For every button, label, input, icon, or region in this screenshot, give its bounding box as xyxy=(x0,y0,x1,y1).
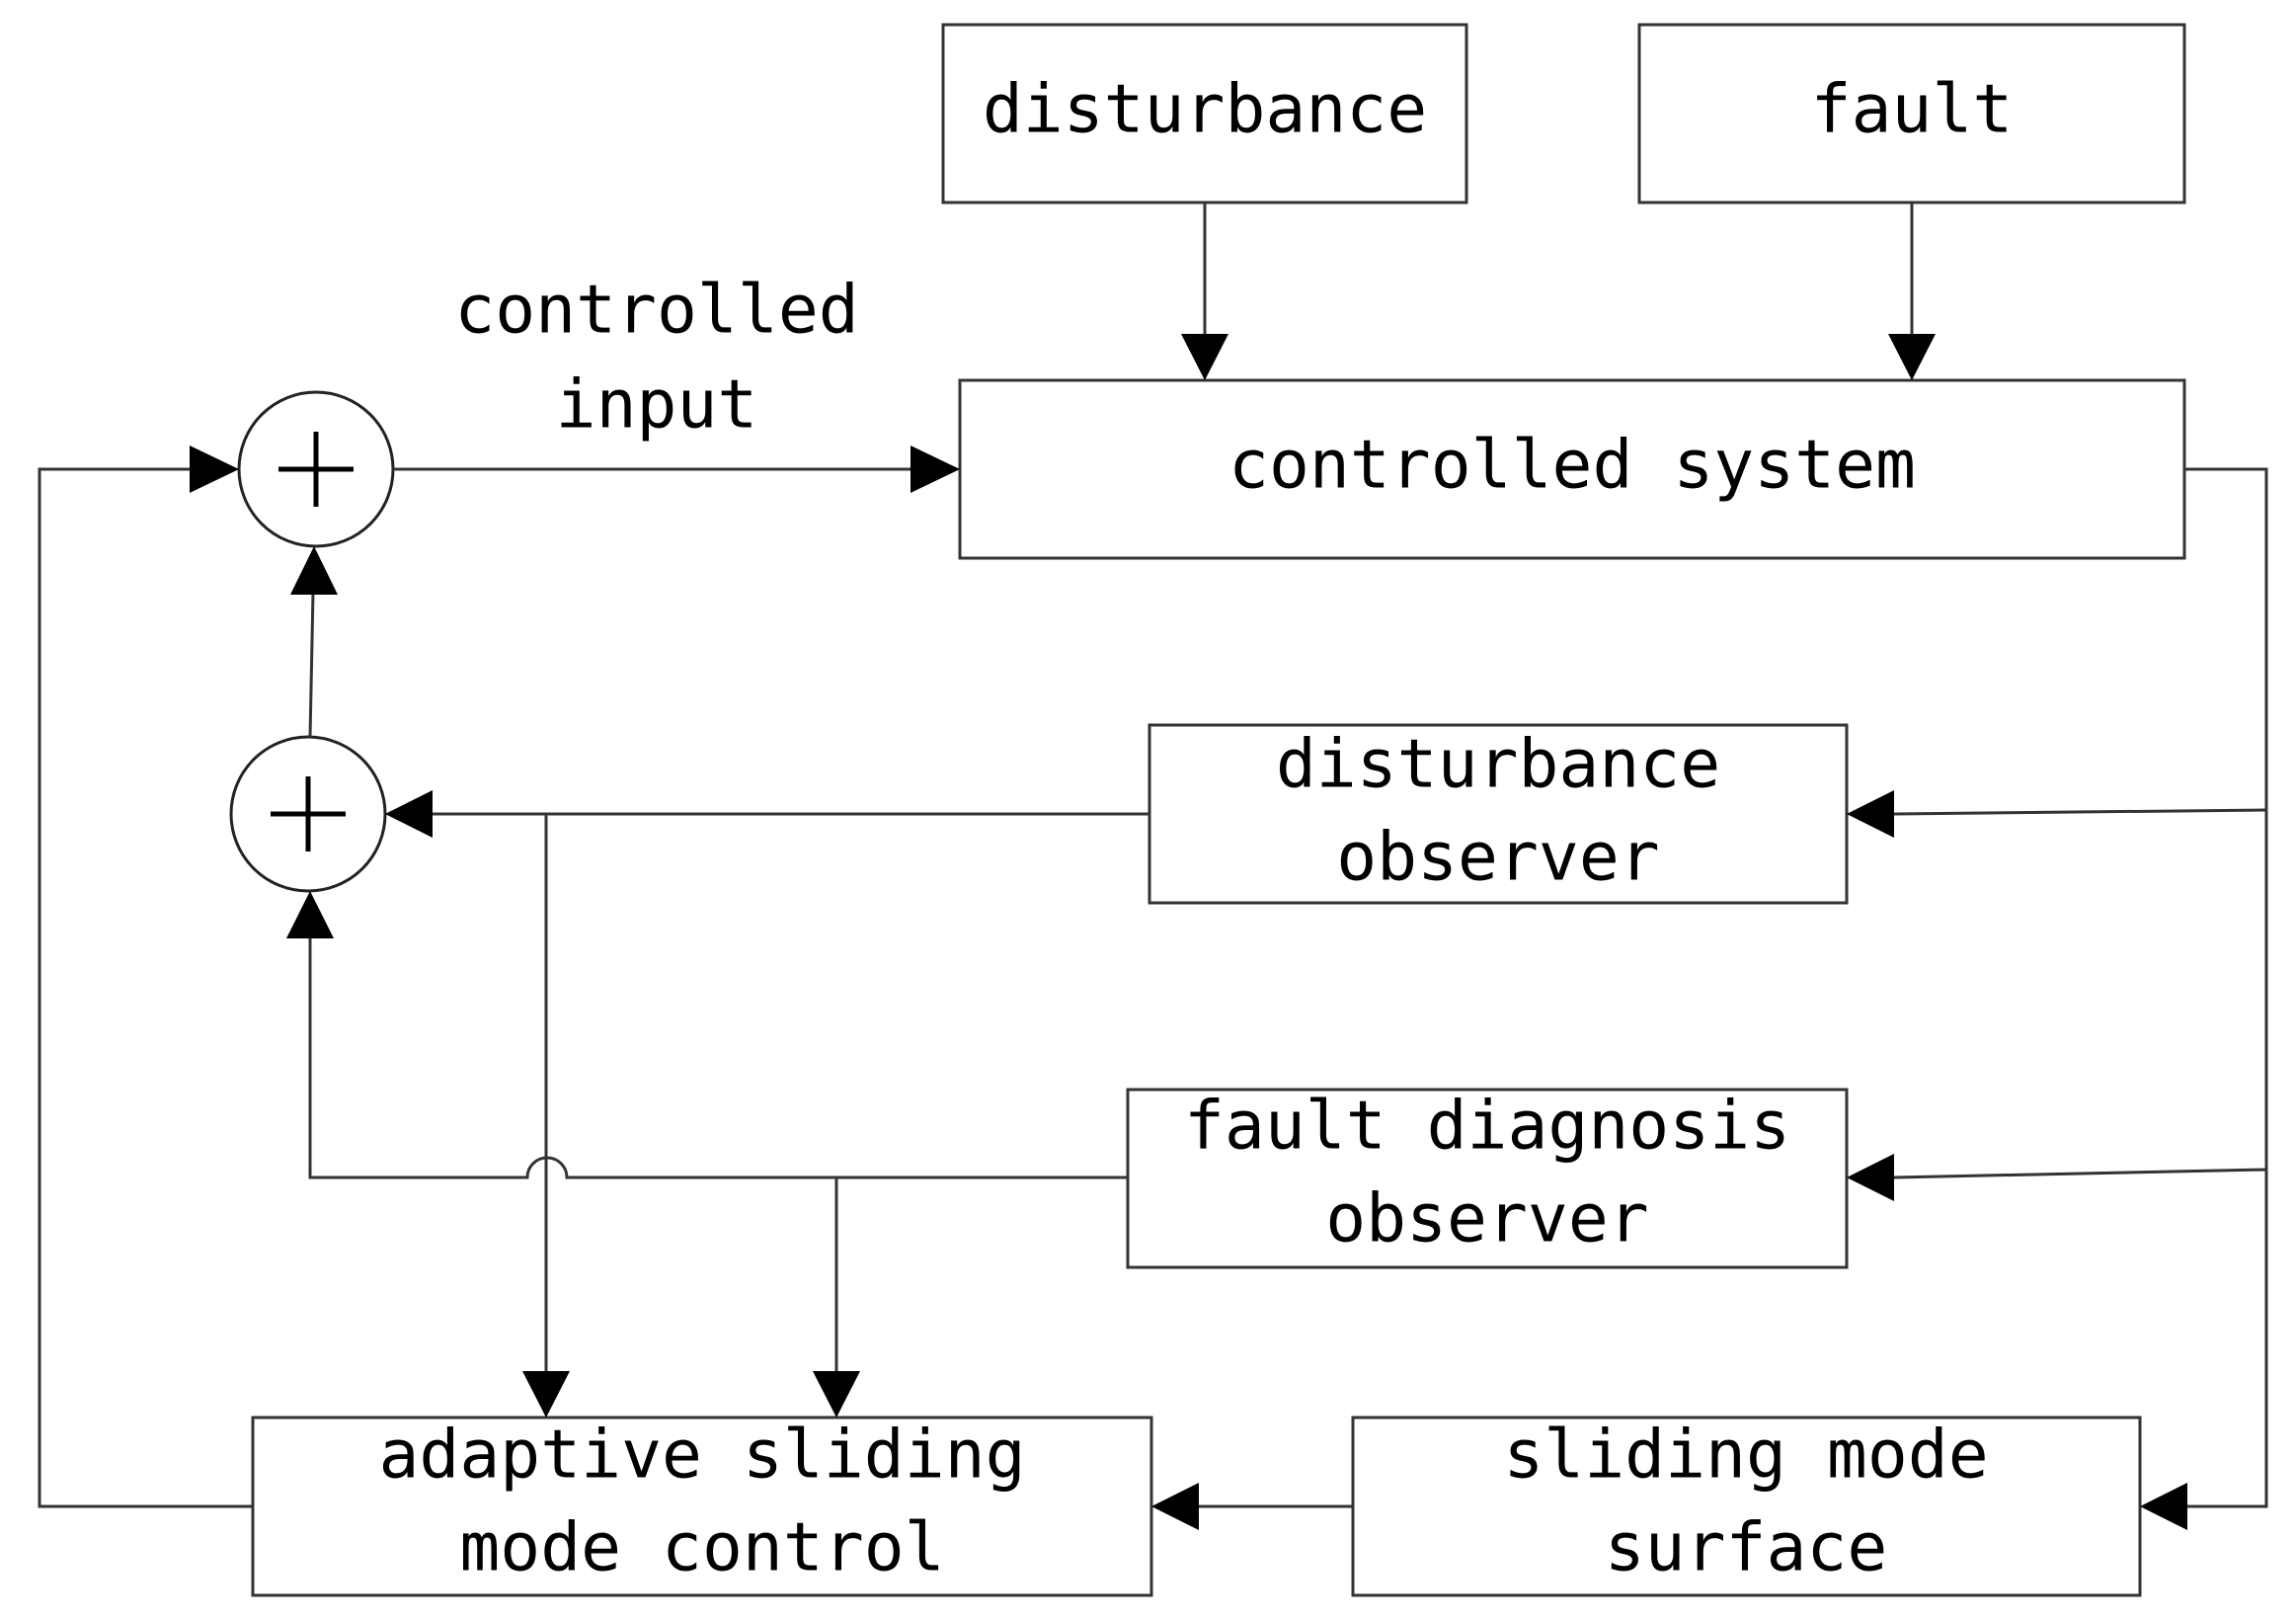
disturbance-block: disturbance xyxy=(941,23,1468,204)
arrowhead xyxy=(1888,334,1936,380)
disturbance-observer-label-line1: disturbance xyxy=(1276,726,1720,804)
arrowhead xyxy=(190,446,239,493)
control-feedback-line xyxy=(38,467,253,1508)
bus-to-fault-observer-line xyxy=(1893,1168,2267,1179)
system-output-bus xyxy=(2184,467,2268,1508)
controlled-system-block: controlled system xyxy=(958,378,2186,560)
disturbance-observer-label-line2: observer xyxy=(1336,819,1660,897)
fault-diagnosis-observer-block: fault diagnosis observer xyxy=(1126,1088,1849,1269)
adaptive-smc-label-line1: adaptive sliding xyxy=(378,1417,1025,1495)
sliding-surface-label-line1: sliding mode xyxy=(1503,1417,1988,1495)
disturbance-label: disturbance xyxy=(983,71,1427,149)
arrowhead xyxy=(813,1371,860,1418)
arrowhead xyxy=(286,891,334,938)
sliding-surface-label-line2: surface xyxy=(1605,1509,1888,1587)
summing-junction-top xyxy=(237,390,395,548)
controlled-system-label: controlled system xyxy=(1228,427,1916,505)
summing-junction-bottom xyxy=(229,735,387,893)
fault-label: fault xyxy=(1811,71,2014,149)
arrowhead xyxy=(910,446,960,493)
arrowhead xyxy=(2140,1483,2187,1530)
arrowhead xyxy=(1847,1154,1894,1201)
junction-link-line xyxy=(308,592,315,738)
fault-diagnosis-observer-label-line1: fault diagnosis xyxy=(1184,1088,1790,1166)
fault-diagnosis-observer-label-line2: observer xyxy=(1325,1180,1649,1258)
arrowhead xyxy=(522,1371,570,1418)
fault-observer-output-line xyxy=(308,938,1128,1179)
adaptive-smc-label-line2: mode control xyxy=(459,1509,944,1587)
fault-block: fault xyxy=(1637,23,2186,204)
arrowhead xyxy=(385,790,433,838)
arrowhead xyxy=(1847,790,1894,838)
disturbance-observer-block: disturbance observer xyxy=(1148,723,1849,905)
controlled-input-label-line2: input xyxy=(556,366,758,445)
controlled-input-label-line1: controlled xyxy=(454,272,858,350)
arrowhead xyxy=(1151,1483,1199,1530)
arrowhead xyxy=(1181,334,1228,380)
sliding-mode-surface-block: sliding mode surface xyxy=(1351,1416,2142,1597)
arrowhead xyxy=(290,546,338,595)
adaptive-sliding-mode-control-block: adaptive sliding mode control xyxy=(251,1416,1153,1597)
bus-to-disturbance-observer-line xyxy=(1893,808,2267,816)
